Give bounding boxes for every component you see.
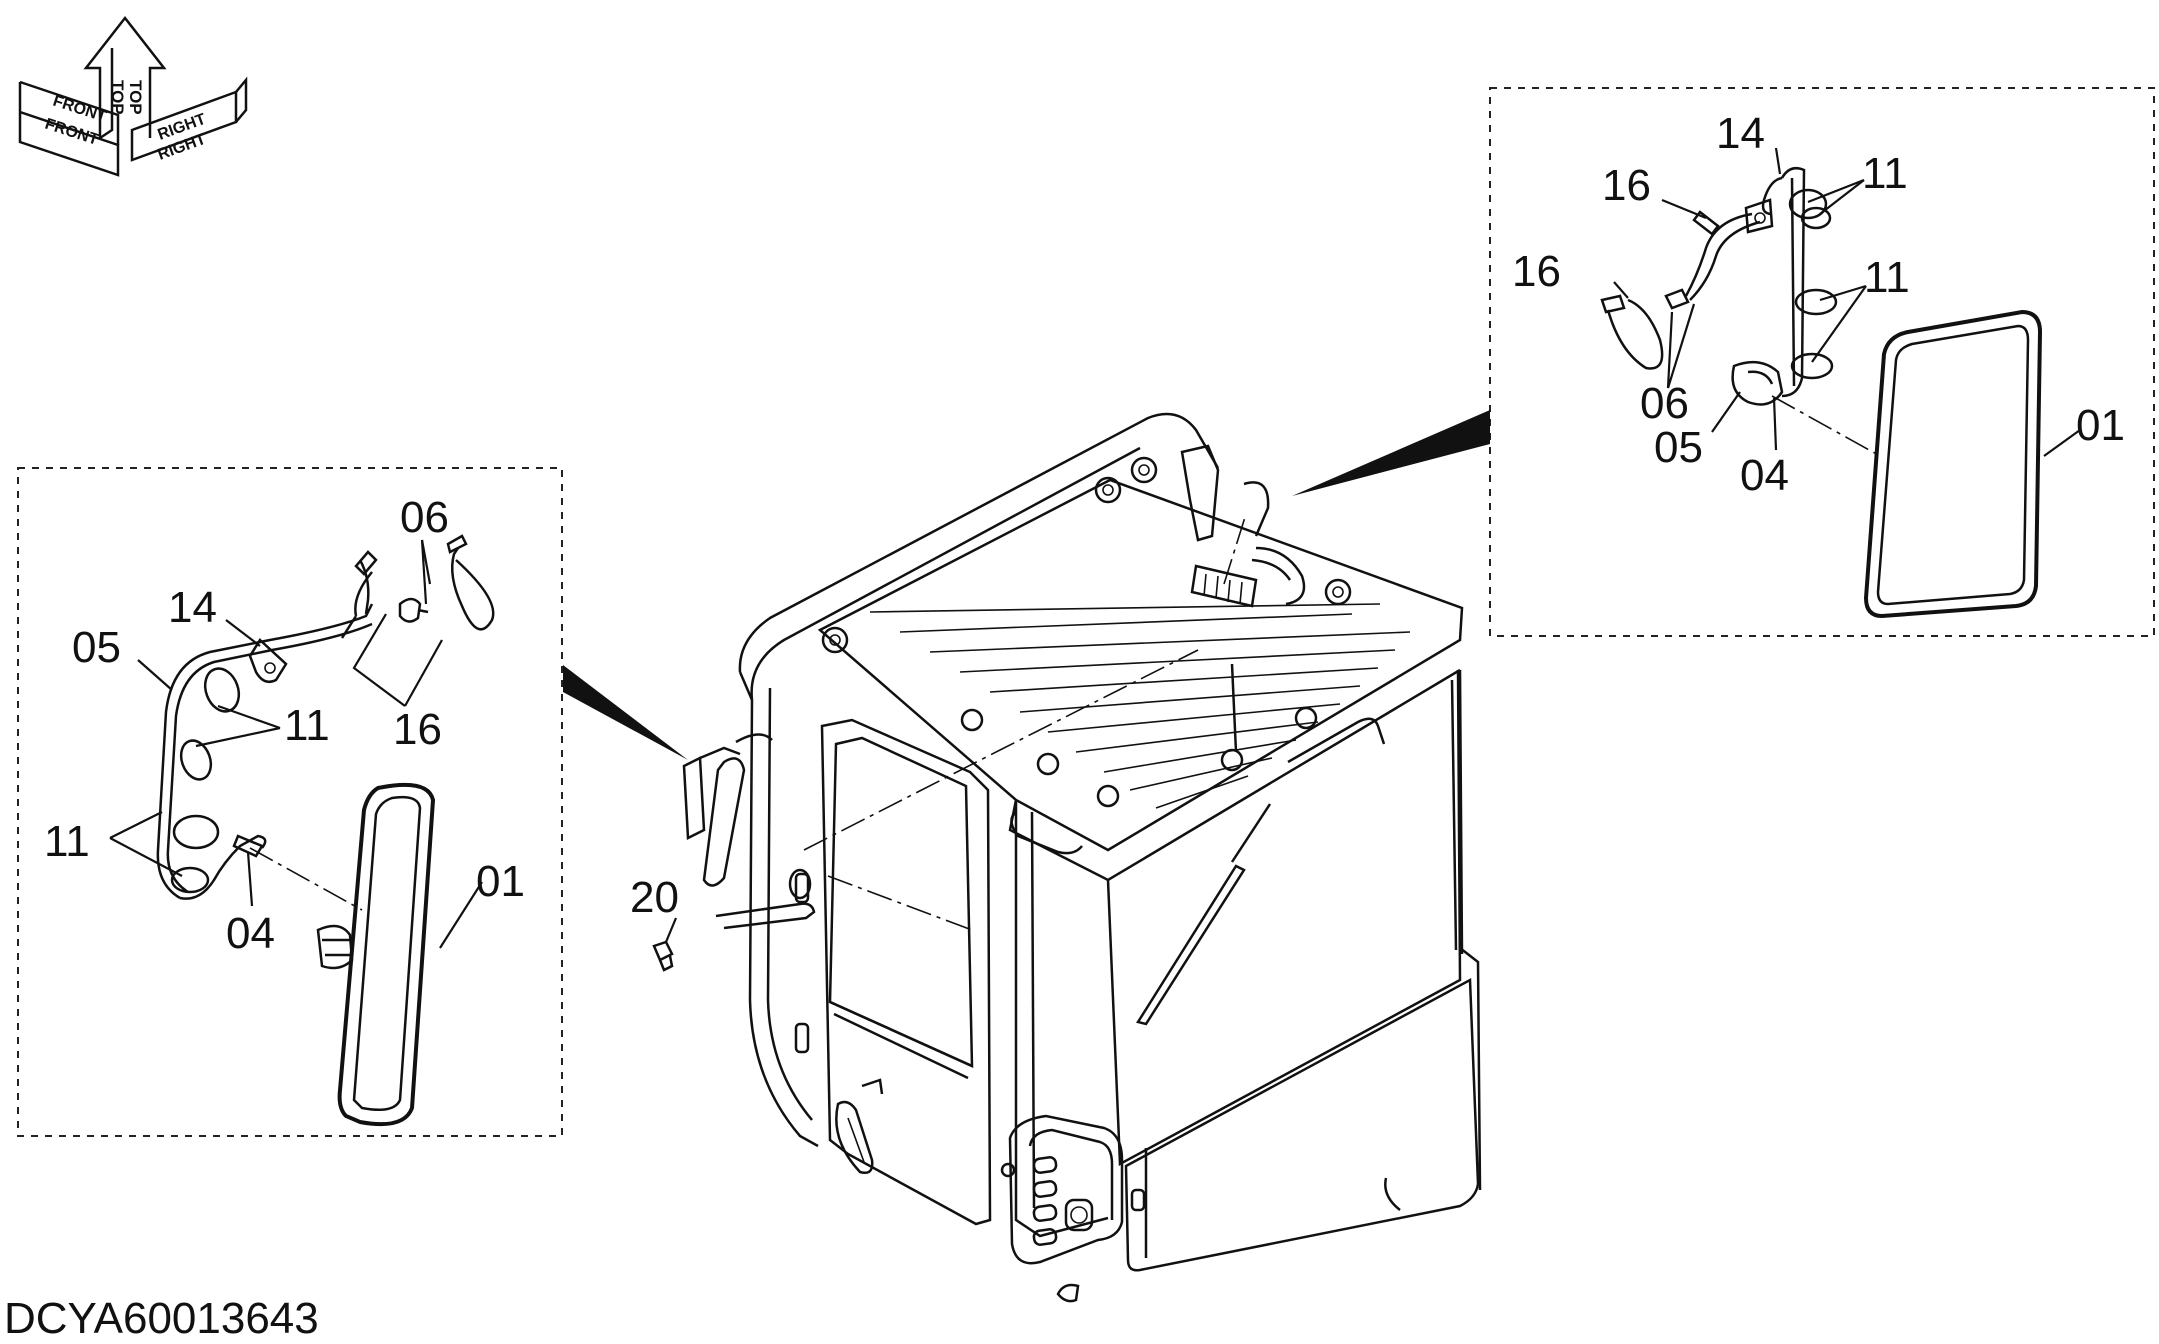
- cab-lower-body: [1124, 977, 1480, 1272]
- main-callout-20: 20: [630, 873, 679, 922]
- right-mirror-stay: [1780, 167, 1806, 398]
- left-mirror-stay: [156, 603, 374, 900]
- cab-left-pillar: [748, 699, 819, 1148]
- right-detail-frame: [1489, 87, 2155, 637]
- roof-ribs: [869, 603, 1411, 809]
- cab-assembly: 20: [630, 412, 1482, 1303]
- cab-roof-shell: [738, 412, 1220, 673]
- left-detail-view: 06 14 05 11 16 11 01 04: [17, 467, 563, 1137]
- cab-door-window: [828, 736, 974, 1068]
- drawing-id: DCYA60013643: [4, 1294, 319, 1343]
- left-callout-06: 06: [400, 493, 449, 542]
- assembly-line-center: [827, 875, 973, 931]
- left-callout-14: 14: [168, 583, 217, 632]
- cab-rear-light: [1008, 1114, 1124, 1265]
- left-callout-04: 04: [226, 909, 275, 958]
- right-callout-06: 06: [1640, 379, 1689, 428]
- orientation-label-top-1: TOP: [108, 80, 127, 115]
- cab-left-mirror: [702, 757, 746, 887]
- left-callout-01: 01: [476, 857, 525, 906]
- roof-bolts: [821, 456, 1352, 808]
- left-mirror-glass: [337, 782, 436, 1127]
- right-callout-04: 04: [1740, 451, 1789, 500]
- right-detail-view: 14 16 11 16 11 06 01 05 04: [1489, 87, 2155, 637]
- right-callout-11-lower: 11: [1864, 253, 1910, 302]
- right-detail-pointer: [1292, 410, 1490, 496]
- left-callout-11-lower: 11: [44, 817, 90, 866]
- right-mirror-glass: [1863, 309, 2043, 619]
- cab-door-frame: [820, 718, 992, 1226]
- right-callout-01: 01: [2076, 401, 2125, 450]
- assembly-line-left: [803, 649, 1199, 851]
- cab-front-wall: [1014, 800, 1109, 1238]
- bolt-20: [652, 940, 674, 962]
- rear-light-slots: [1032, 1156, 1094, 1246]
- right-callout-05: 05: [1654, 423, 1703, 472]
- left-callout-11-upper: 11: [284, 701, 330, 750]
- orientation-label-top-2: TOP: [126, 80, 145, 115]
- cab-roof-panel: [817, 478, 1464, 852]
- left-detail-pointer: [563, 665, 688, 760]
- right-callout-11-upper: 11: [1862, 149, 1908, 198]
- left-callout-05: 05: [72, 623, 121, 672]
- right-callout-16-upper: 16: [1602, 161, 1651, 210]
- left-callout-16: 16: [393, 705, 442, 754]
- right-callout-16-lower: 16: [1512, 247, 1561, 296]
- right-callout-14: 14: [1716, 109, 1765, 158]
- orientation-arrows-icon: TOP TOP FRONT FRONT RIGHT RIGHT: [18, 15, 248, 177]
- cab-wiper: [1136, 864, 1246, 1026]
- left-detail-frame: [17, 467, 563, 1137]
